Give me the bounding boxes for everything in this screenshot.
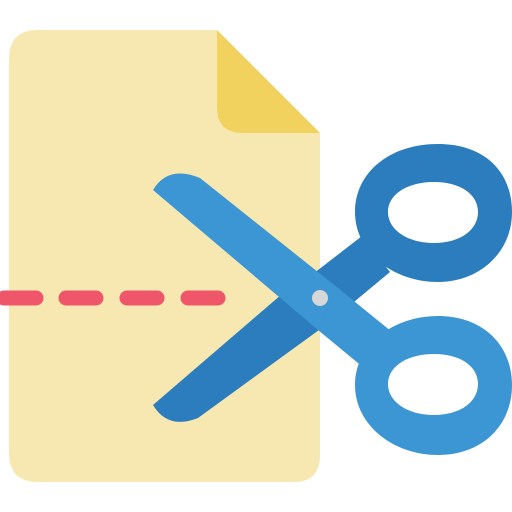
scissors-icon [153, 144, 512, 455]
scissors-pivot [312, 290, 328, 306]
scissors-handle-lower [355, 316, 512, 455]
scissors-handle-upper [355, 144, 512, 282]
scissors-blade-lower [153, 270, 330, 422]
document-folded-corner [217, 30, 320, 133]
scissors-blade-upper [153, 173, 338, 330]
